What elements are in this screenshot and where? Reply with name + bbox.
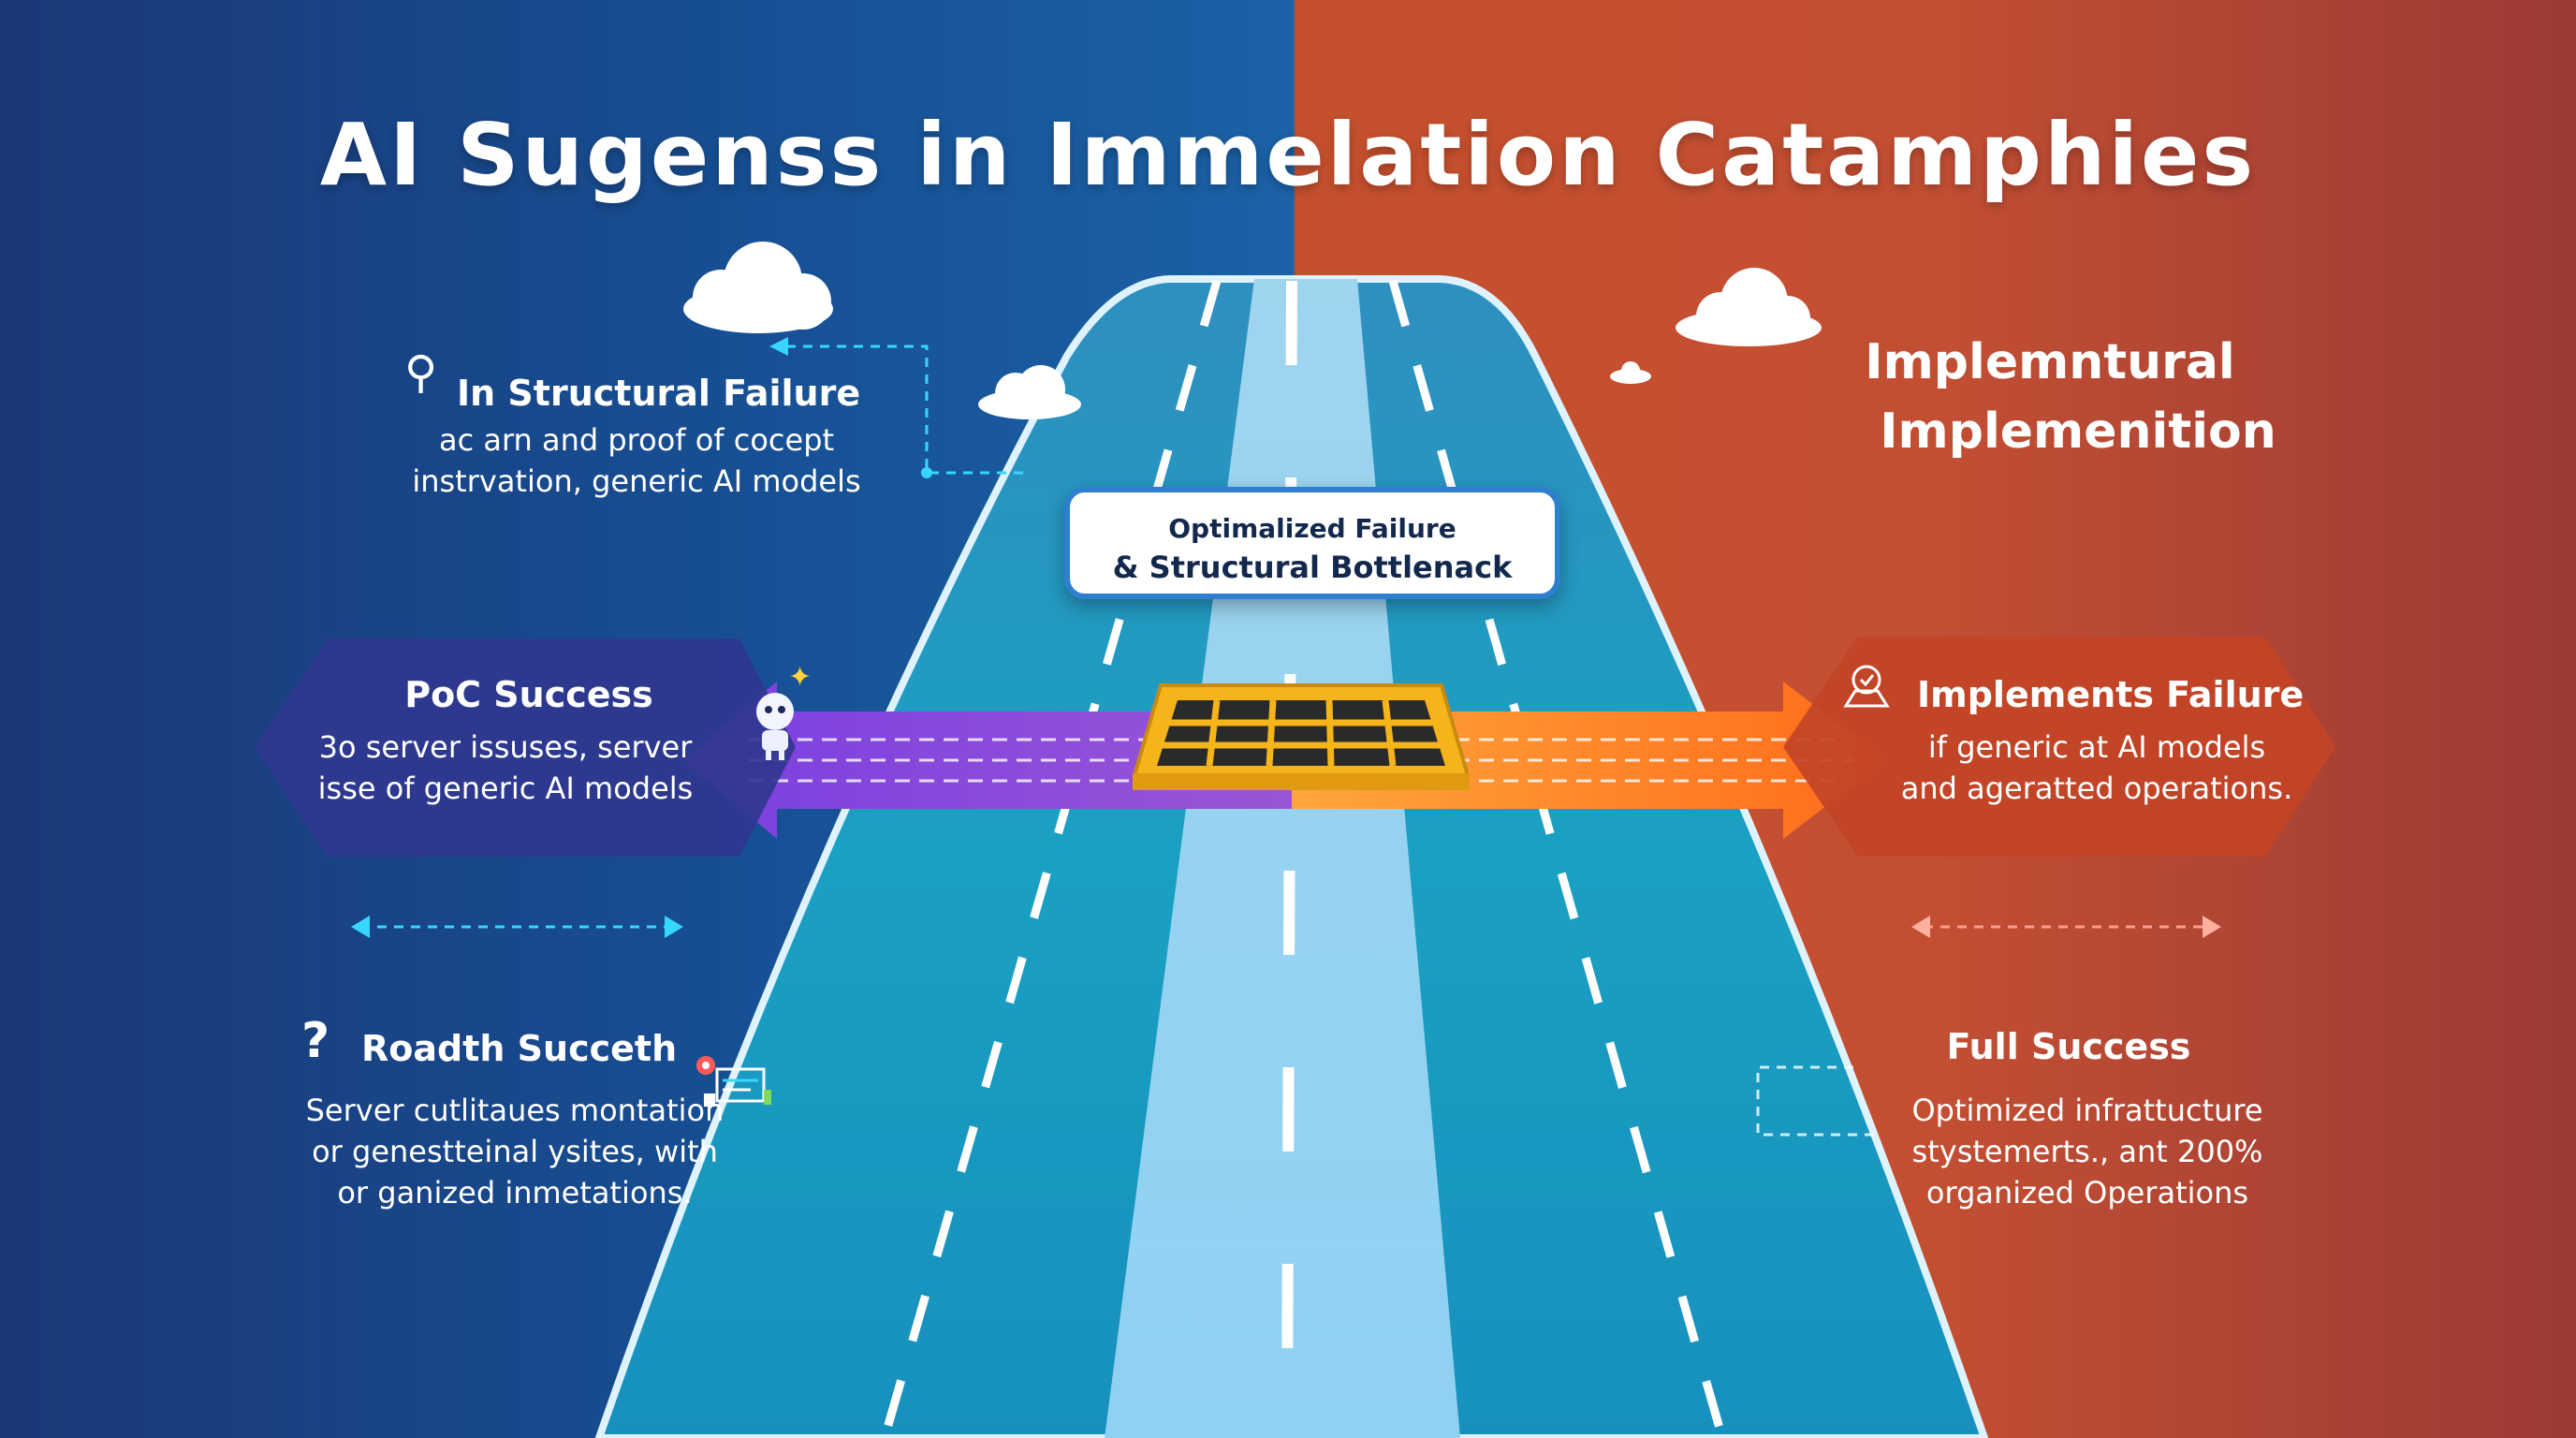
road-success-body: Server cutlitaues montation or genesttei… <box>300 1090 730 1213</box>
full-success-heading: Full Success <box>1946 1026 2191 1067</box>
full-success-line-3: organized Operations <box>1925 1175 2249 1211</box>
left-top-line-1: ac arn and proof of cocept <box>438 422 835 458</box>
robot-icon <box>749 689 801 760</box>
impl-failure-body: if generic at AI models and ageratted op… <box>1872 726 2321 809</box>
callout-line-1: Optimalized Failure <box>1168 513 1456 544</box>
location-pin-icon: ⚲ <box>404 346 438 399</box>
left-top-heading: In Structural Failure <box>457 373 861 414</box>
question-mark-icon: ? <box>301 1013 330 1069</box>
impl-failure-line-1: if generic at AI models <box>1927 729 2266 765</box>
full-success-body: Optimized infrattucture stystemerts., an… <box>1863 1090 2312 1213</box>
left-top-body: ac arn and proof of cocept instrvation, … <box>412 419 861 502</box>
poc-line-2: isse of generic AI models <box>317 770 694 806</box>
impl-failure-heading: Implements Failure <box>1917 674 2305 715</box>
bottleneck-callout: Optimalized Failure & Structural Bottlen… <box>1064 487 1560 599</box>
poc-heading: PoC Success <box>404 674 653 715</box>
callout-line-2: & Structural Bottlenack <box>1112 550 1513 585</box>
full-success-line-2: stystemerts., ant 200% <box>1911 1134 2263 1169</box>
purple-arrow <box>683 682 1292 839</box>
location-board-icon <box>693 1052 777 1120</box>
right-top-line-2: Implemenition <box>1880 404 2276 460</box>
road-success-line-2: or genestteinal ysites, with <box>312 1134 718 1169</box>
poc-body: 3o server issuses, server isse of generi… <box>281 726 730 809</box>
road-barrier <box>1132 683 1471 790</box>
implements-failure-hexagon <box>1783 637 2335 857</box>
certificate-badge-icon <box>1840 659 1893 715</box>
poc-success-hexagon <box>255 638 796 857</box>
poc-line-1: 3o server issuses, server <box>318 729 693 765</box>
full-success-line-1: Optimized infrattucture <box>1911 1093 2263 1128</box>
road-success-line-3: or ganized inmetations. <box>337 1175 693 1211</box>
left-top-line-2: instrvation, generic AI models <box>412 463 861 499</box>
impl-failure-line-2: and ageratted operations. <box>1900 770 2293 806</box>
right-top-line-1: Implemntural <box>1865 334 2235 390</box>
sparkle-icon: ✦ <box>788 661 812 694</box>
right-top-heading: Implemntural Implemenition <box>1797 328 2303 466</box>
road-success-heading: Roadth Succeth <box>361 1028 678 1069</box>
cloud-decoration <box>683 242 1822 419</box>
page-title: AI Sugenss in Immelation Catamphies <box>319 105 2257 205</box>
road-success-line-1: Server cutlitaues montation <box>305 1093 724 1128</box>
